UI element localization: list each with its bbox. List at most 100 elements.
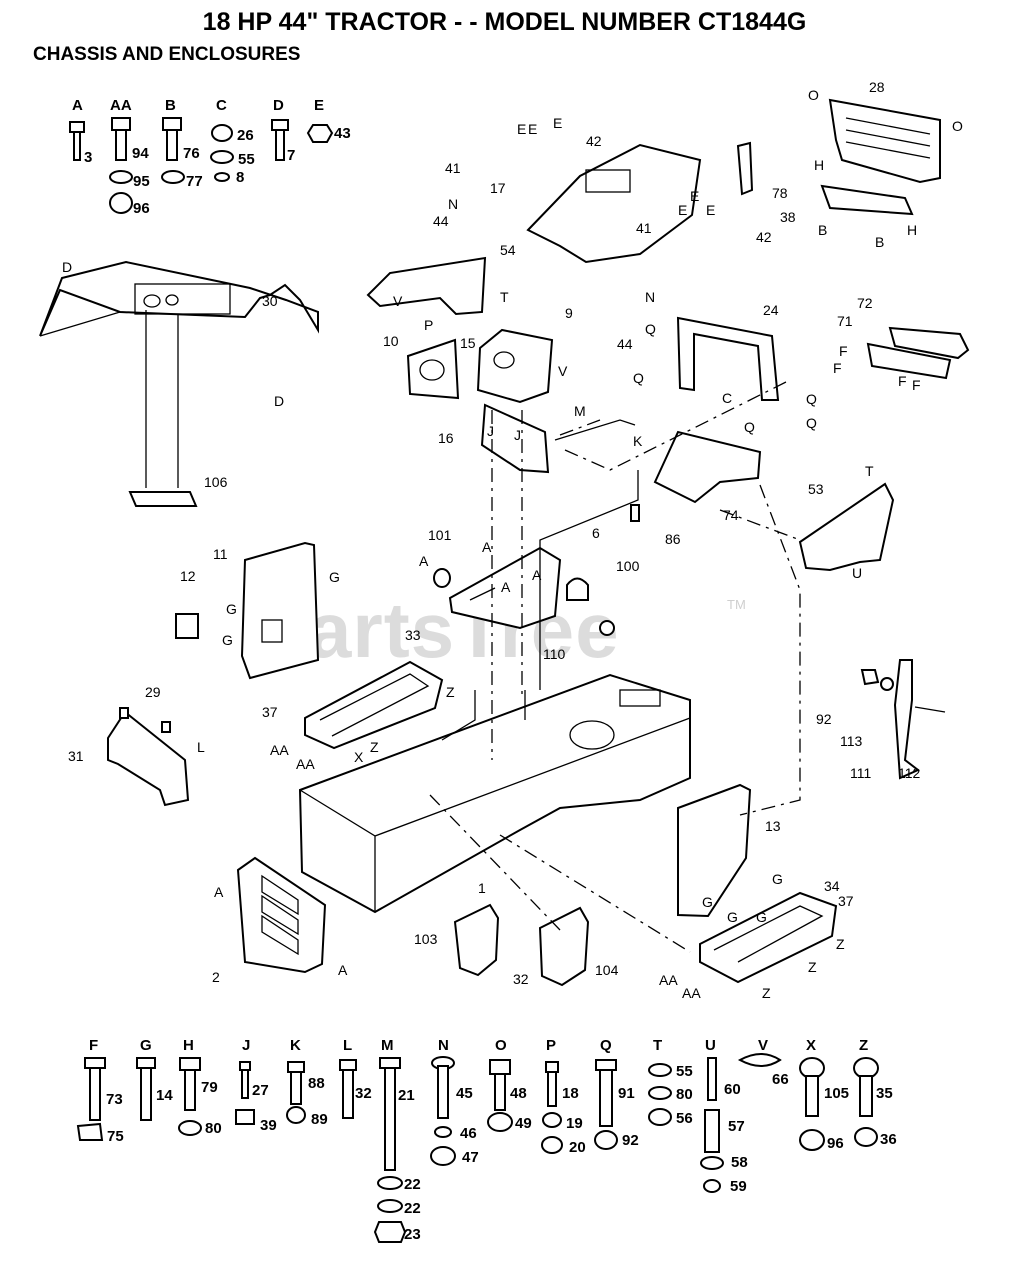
callout-o-left: O xyxy=(808,87,819,103)
hw-part-20: 20 xyxy=(569,1139,586,1156)
hardware-icon-bottom xyxy=(76,1053,879,1243)
callout-72: 72 xyxy=(857,295,873,311)
hw-part-96: 96 xyxy=(133,200,150,217)
callout-v-54: V xyxy=(393,293,403,309)
hw-part-45: 45 xyxy=(456,1085,473,1102)
hw-part-57: 57 xyxy=(728,1118,745,1135)
callout-aa-1: AA xyxy=(270,742,289,758)
hw-part-48: 48 xyxy=(510,1085,527,1102)
callout-44-mid: 44 xyxy=(617,336,633,352)
callout-15: 15 xyxy=(460,335,476,351)
callout-q-1: Q xyxy=(645,321,656,337)
hw-part-105: 105 xyxy=(824,1085,849,1102)
hw-part-96-x: 96 xyxy=(827,1135,844,1152)
hw-part-55-t: 55 xyxy=(676,1063,693,1080)
page-title: 18 HP 44" TRACTOR - - MODEL NUMBER CT184… xyxy=(202,8,807,36)
callout-l: L xyxy=(197,739,205,755)
hw-letter-t: T xyxy=(653,1037,662,1054)
callout-104: 104 xyxy=(595,962,619,978)
callout-24: 24 xyxy=(763,302,779,318)
callout-m: M xyxy=(574,403,586,419)
hw-part-43: 43 xyxy=(334,125,351,142)
callout-112: 112 xyxy=(898,765,921,781)
callout-z-37: Z xyxy=(370,739,379,755)
hardware-icon-top-d xyxy=(271,119,289,161)
callout-100: 100 xyxy=(616,558,640,574)
callout-g-1: G xyxy=(329,569,340,585)
callout-a-2: A xyxy=(482,539,492,555)
bumper-53 xyxy=(798,482,895,572)
hardware-icon-top-b xyxy=(161,117,185,184)
hw-part-73: 73 xyxy=(106,1091,123,1108)
callout-41-mid: 41 xyxy=(636,220,652,236)
callout-86: 86 xyxy=(665,531,681,547)
hw-part-88: 88 xyxy=(308,1075,325,1092)
hw-letter-f: F xyxy=(89,1037,98,1054)
callout-q-2: Q xyxy=(633,370,644,386)
top-hardware-legend: A 3 AA 94 95 96 B 76 77 C 26 55 8 D 7 E … xyxy=(72,97,351,217)
callout-30: 30 xyxy=(262,293,278,309)
hw-letter-n: N xyxy=(438,1037,449,1054)
hw-part-19: 19 xyxy=(566,1115,583,1132)
callout-t-53: T xyxy=(865,463,874,479)
callout-6: 6 xyxy=(592,525,600,541)
callout-g-3: G xyxy=(222,632,233,648)
footrest-34 xyxy=(699,891,838,984)
hw-part-23: 23 xyxy=(404,1226,421,1243)
hw-part-21: 21 xyxy=(398,1087,415,1104)
callout-13: 13 xyxy=(765,818,781,834)
hw-letter-g: G xyxy=(140,1037,152,1054)
callout-29: 29 xyxy=(145,684,161,700)
callout-17: 17 xyxy=(490,180,506,196)
callout-10: 10 xyxy=(383,333,399,349)
hw-part-92: 92 xyxy=(622,1132,639,1149)
callout-z-33: Z xyxy=(446,684,455,700)
callout-32: 32 xyxy=(513,971,529,987)
callout-j-1: J xyxy=(487,423,494,439)
callout-u: U xyxy=(852,565,862,581)
hw-letter-m: M xyxy=(381,1037,394,1054)
hw-part-79: 79 xyxy=(201,1079,218,1096)
callout-n-mid: N xyxy=(645,289,655,305)
hw-letter-e: E xyxy=(314,97,324,114)
footrest-33 xyxy=(304,660,444,750)
callout-f-1: F xyxy=(839,343,848,359)
callout-a-1: A xyxy=(419,553,429,569)
bottom-hardware-legend: F 73 75 G 14 H 79 80 J 27 39 K 88 89 L 3… xyxy=(89,1037,897,1243)
callout-v-9: V xyxy=(558,363,568,379)
callout-b-left: B xyxy=(818,222,827,238)
hw-letter-a: A xyxy=(72,97,83,114)
callout-g-2: G xyxy=(226,601,237,617)
callout-f-3: F xyxy=(898,373,907,389)
section-subtitle: CHASSIS AND ENCLOSURES xyxy=(33,44,301,65)
callout-111: 111 xyxy=(850,765,871,781)
hw-part-27: 27 xyxy=(252,1082,269,1099)
hw-letter-j: J xyxy=(242,1037,250,1054)
callout-c: C xyxy=(722,390,732,406)
callout-37-right: 37 xyxy=(838,893,854,909)
hw-part-94: 94 xyxy=(132,145,149,162)
callout-z-34-2: Z xyxy=(808,959,817,975)
hw-letter-k: K xyxy=(290,1037,301,1054)
hw-part-95: 95 xyxy=(133,173,150,190)
callout-q-4: Q xyxy=(806,415,817,431)
hw-part-18: 18 xyxy=(562,1085,579,1102)
callout-f-2: F xyxy=(833,360,842,376)
diagram-callouts: 28 O O 78 42 41 17 N 44 E E E E E E 42 4… xyxy=(62,79,963,1001)
hw-part-49: 49 xyxy=(515,1115,532,1132)
hw-part-14: 14 xyxy=(156,1087,173,1104)
callout-k: K xyxy=(633,433,643,449)
hw-letter-u: U xyxy=(705,1037,716,1054)
hw-letter-l: L xyxy=(343,1037,352,1054)
callout-92: 92 xyxy=(816,711,832,727)
callout-z-34-3: Z xyxy=(762,985,771,1001)
hw-part-80-t: 80 xyxy=(676,1086,693,1103)
callout-q-3: Q xyxy=(806,391,817,407)
callout-101: 101 xyxy=(428,527,452,543)
hw-part-7: 7 xyxy=(287,147,295,164)
hw-part-89: 89 xyxy=(311,1111,328,1128)
callout-f-4: F xyxy=(912,377,921,393)
hw-part-8: 8 xyxy=(236,169,244,186)
callout-e-2: E xyxy=(528,121,537,137)
